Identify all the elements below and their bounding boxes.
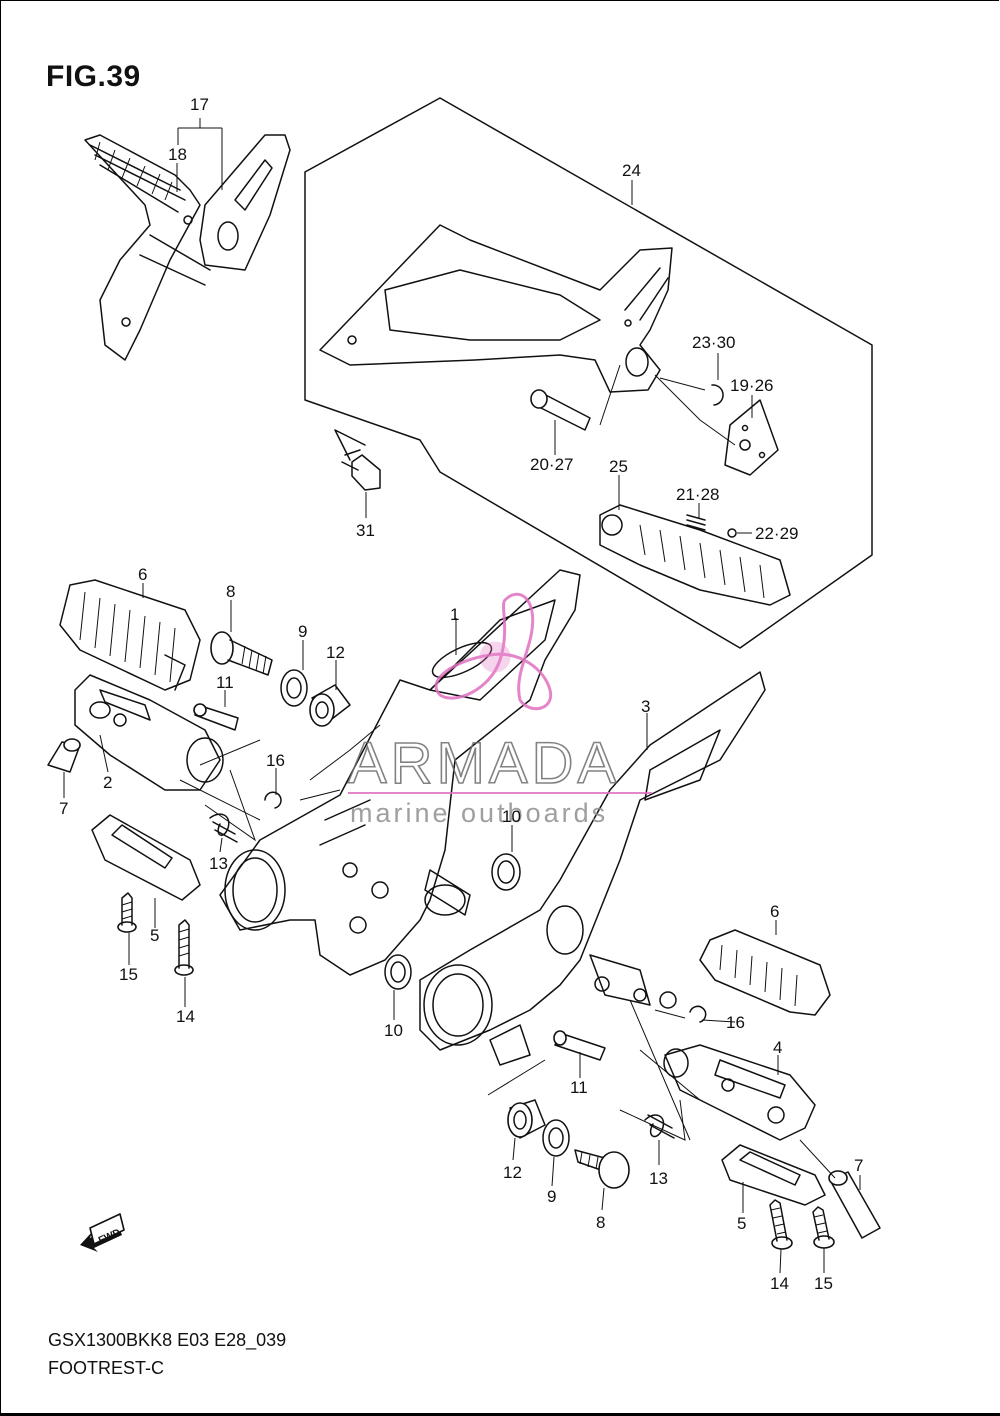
callout-7-right: 7 <box>854 1156 863 1175</box>
callout-15-left: 15 <box>119 965 138 984</box>
callout-9-left: 9 <box>298 622 307 641</box>
spring-13-left <box>204 769 256 843</box>
callout-8-left: 8 <box>226 582 235 601</box>
callout-8-right: 8 <box>596 1213 605 1232</box>
fwd-direction-badge: FWD <box>80 1213 125 1252</box>
callout-13-right: 13 <box>649 1169 668 1188</box>
footrest-rubber-6-right <box>699 929 831 1016</box>
footrest-4-right <box>629 999 816 1141</box>
callout-15-right: 15 <box>814 1274 833 1293</box>
section-name: FOOTREST-C <box>48 1358 164 1378</box>
bracket-3 <box>419 671 766 1066</box>
screw-15-left <box>117 892 137 933</box>
callout-22-29: 22·29 <box>755 524 798 543</box>
callout-6-left: 6 <box>138 565 147 584</box>
callout-9-right: 9 <box>547 1187 556 1206</box>
bolt-31 <box>334 429 381 491</box>
callout-31: 31 <box>356 521 375 540</box>
watermark-logo-mark <box>434 592 553 711</box>
watermark-brand: ARMADA <box>348 731 620 796</box>
pin-11-right <box>553 1030 606 1061</box>
bolt-8-right <box>574 1149 630 1189</box>
collar-12-right <box>487 1059 546 1139</box>
plug-7-left <box>47 738 81 773</box>
callout-14-left: 14 <box>176 1007 195 1026</box>
callout-11-left: 11 <box>216 673 234 692</box>
washer-10-upper <box>491 853 521 891</box>
bolt-8-left <box>210 631 273 676</box>
callout-14-right: 14 <box>770 1274 789 1293</box>
callout-21-28: 21·28 <box>676 485 719 504</box>
watermark-tagline: marine outboards <box>350 798 608 828</box>
clip-16-right <box>654 1005 707 1023</box>
pin-20-27 <box>530 364 621 431</box>
model-code: GSX1300BKK8 E03 E28_039 <box>48 1330 287 1350</box>
callout-5-left: 5 <box>150 926 159 945</box>
plug-7-right <box>799 1139 881 1239</box>
callout-11-right: 11 <box>570 1078 588 1097</box>
washer-9-right <box>542 1119 570 1157</box>
footrest-assembly-17-18 <box>84 134 291 361</box>
callout-19-26: 19·26 <box>730 376 773 395</box>
callout-10-lower: 10 <box>384 1021 403 1040</box>
callout-23-30: 23·30 <box>692 333 735 352</box>
page-frame-bottom <box>0 1413 1000 1416</box>
washer-10-lower <box>384 954 412 990</box>
pad-5-left <box>91 814 201 901</box>
plate-19-26 <box>654 374 779 476</box>
footrest-rubber-6-left <box>59 579 201 691</box>
clip-16-left <box>264 791 282 809</box>
clip-23-30 <box>659 377 724 406</box>
armada-watermark: ARMADA marine outboards <box>347 592 652 828</box>
callout-labels: 17 18 24 23·30 19·26 20·27 25 21·28 22·2… <box>59 95 863 1293</box>
callout-18: 18 <box>168 145 187 164</box>
callout-4: 4 <box>773 1038 782 1057</box>
figure-title: FIG.39 <box>46 60 141 93</box>
callout-25: 25 <box>609 457 628 476</box>
group-24-outline <box>304 97 873 649</box>
washer-9-left <box>280 669 308 707</box>
callout-1: 1 <box>450 605 459 624</box>
bracket-1 <box>219 569 581 976</box>
collar-12-left <box>309 684 351 727</box>
screw-14-left <box>174 919 194 976</box>
callout-12-left: 12 <box>326 643 345 662</box>
footrest-2-left <box>74 674 261 821</box>
callout-17: 17 <box>190 95 209 114</box>
callout-16-right: 16 <box>726 1013 745 1032</box>
callout-10-upper: 10 <box>502 807 521 826</box>
callout-5-right: 5 <box>737 1214 746 1233</box>
callout-7-left: 7 <box>59 799 68 818</box>
callout-24: 24 <box>622 161 641 180</box>
callout-3: 3 <box>641 697 650 716</box>
callout-6-right: 6 <box>770 902 779 921</box>
footrest-25 <box>599 504 791 606</box>
callout-12-right: 12 <box>503 1163 522 1182</box>
callout-20-27: 20·27 <box>530 455 573 474</box>
screw-15-right <box>812 1206 835 1249</box>
callout-13-left: 13 <box>209 854 228 873</box>
callout-16-left: 16 <box>266 751 285 770</box>
callout-2: 2 <box>103 773 112 792</box>
leader-lines <box>63 118 861 1274</box>
screw-14-right <box>769 1199 793 1250</box>
pin-11-left <box>193 703 239 731</box>
spring-13-right <box>619 1099 686 1141</box>
heel-guard-24 <box>319 224 673 393</box>
pad-5-right <box>721 1144 826 1206</box>
